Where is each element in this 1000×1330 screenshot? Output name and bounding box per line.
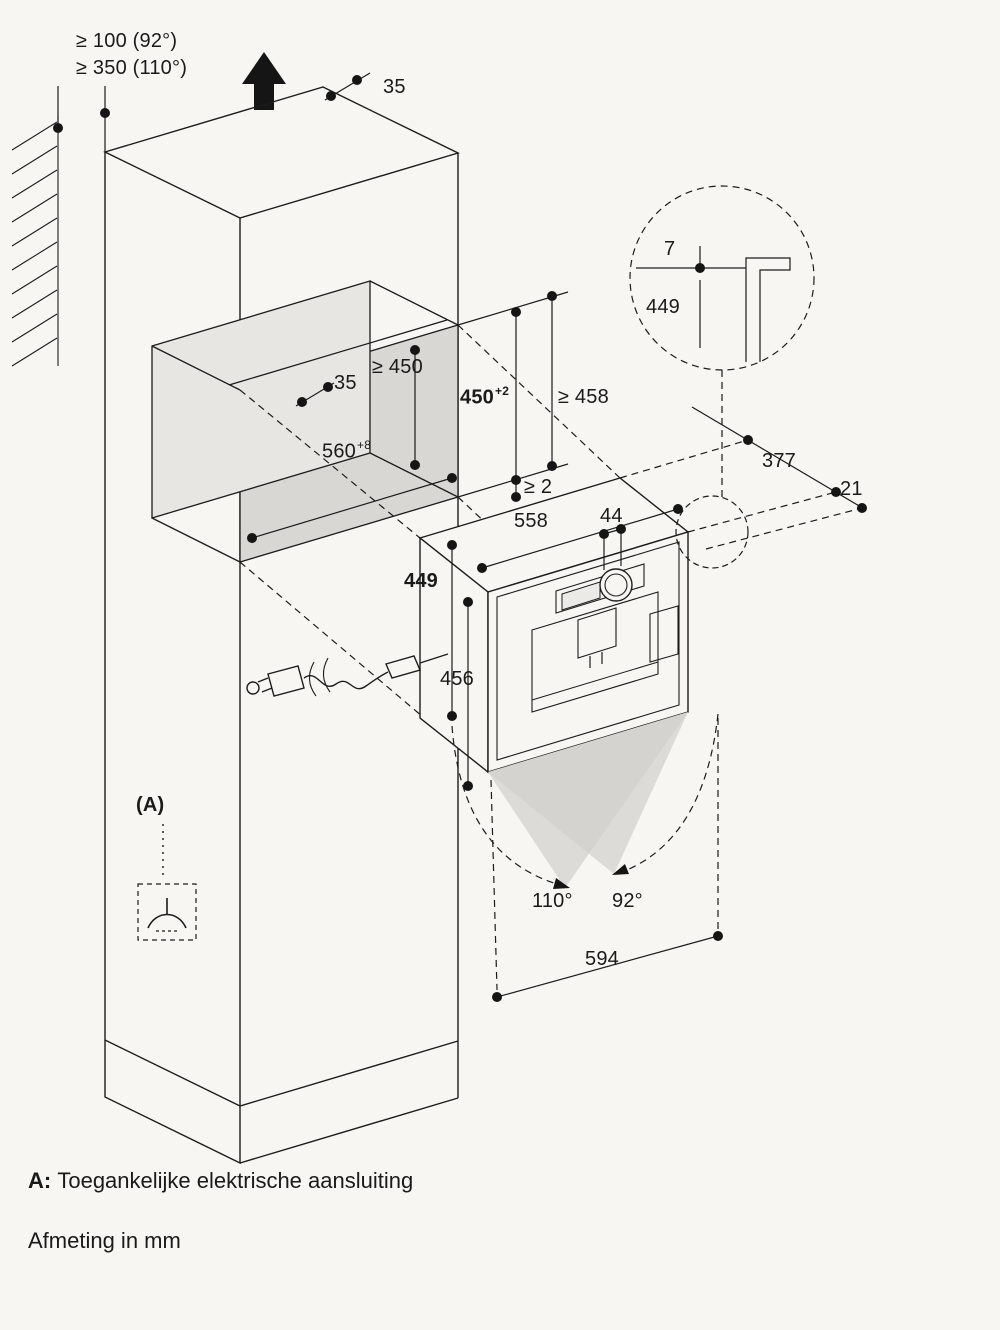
note-units: Afmeting in mm <box>28 1228 181 1253</box>
dim-door-angle-110: 110° <box>532 890 573 912</box>
top-overhang-dimension <box>324 72 371 101</box>
wall-hatch <box>11 116 59 367</box>
niche <box>151 280 459 563</box>
dim-door-width: 594 <box>585 948 619 970</box>
appliance-dimensions <box>447 504 683 791</box>
dim-door-angle-92: 92° <box>612 890 643 912</box>
cabinet <box>103 86 460 1165</box>
door-width-dimension <box>490 718 723 1002</box>
electrical-connection-icon <box>147 913 187 929</box>
dim-cutout-height: 450+2 <box>460 384 510 409</box>
dim-gap-min: ≥ 2 <box>524 476 553 498</box>
dim-niche-width: 560+8 <box>322 438 372 463</box>
detail-circle <box>629 185 815 569</box>
dim-niche-lip: 35 <box>334 372 357 394</box>
door-swing <box>451 712 719 889</box>
coffee-machine <box>418 477 690 774</box>
dim-detail-gap: 7 <box>664 238 676 260</box>
connection-marker: (A) <box>136 794 165 816</box>
dim-clearance-92: ≥ 100 (92°) <box>76 30 178 52</box>
connection-box <box>137 824 197 941</box>
dim-frame-overhang: 21 <box>840 478 863 500</box>
niche-dimensions <box>247 345 457 543</box>
dim-knob: 44 <box>600 505 623 527</box>
dim-depth: 377 <box>762 450 796 472</box>
dim-appliance-height: 449 <box>404 570 438 592</box>
dim-detail-height: 449 <box>646 296 680 318</box>
power-cord <box>246 653 449 697</box>
clearance-dimension <box>53 86 110 152</box>
dim-clearance-110: ≥ 350 (110°) <box>76 57 188 79</box>
dim-appliance-width: 558 <box>514 510 548 532</box>
dim-min-458: ≥ 458 <box>558 386 609 408</box>
cutout-dimensions <box>457 291 569 502</box>
dim-niche-min-height: ≥ 450 <box>372 356 423 378</box>
up-arrow-icon <box>242 52 286 110</box>
dim-top-overhang: 35 <box>383 76 406 98</box>
dim-body-height: 456 <box>440 668 474 690</box>
note-connection: A: Toegankelijke elektrische aansluiting <box>28 1168 414 1193</box>
depth-dimensions <box>619 406 867 550</box>
